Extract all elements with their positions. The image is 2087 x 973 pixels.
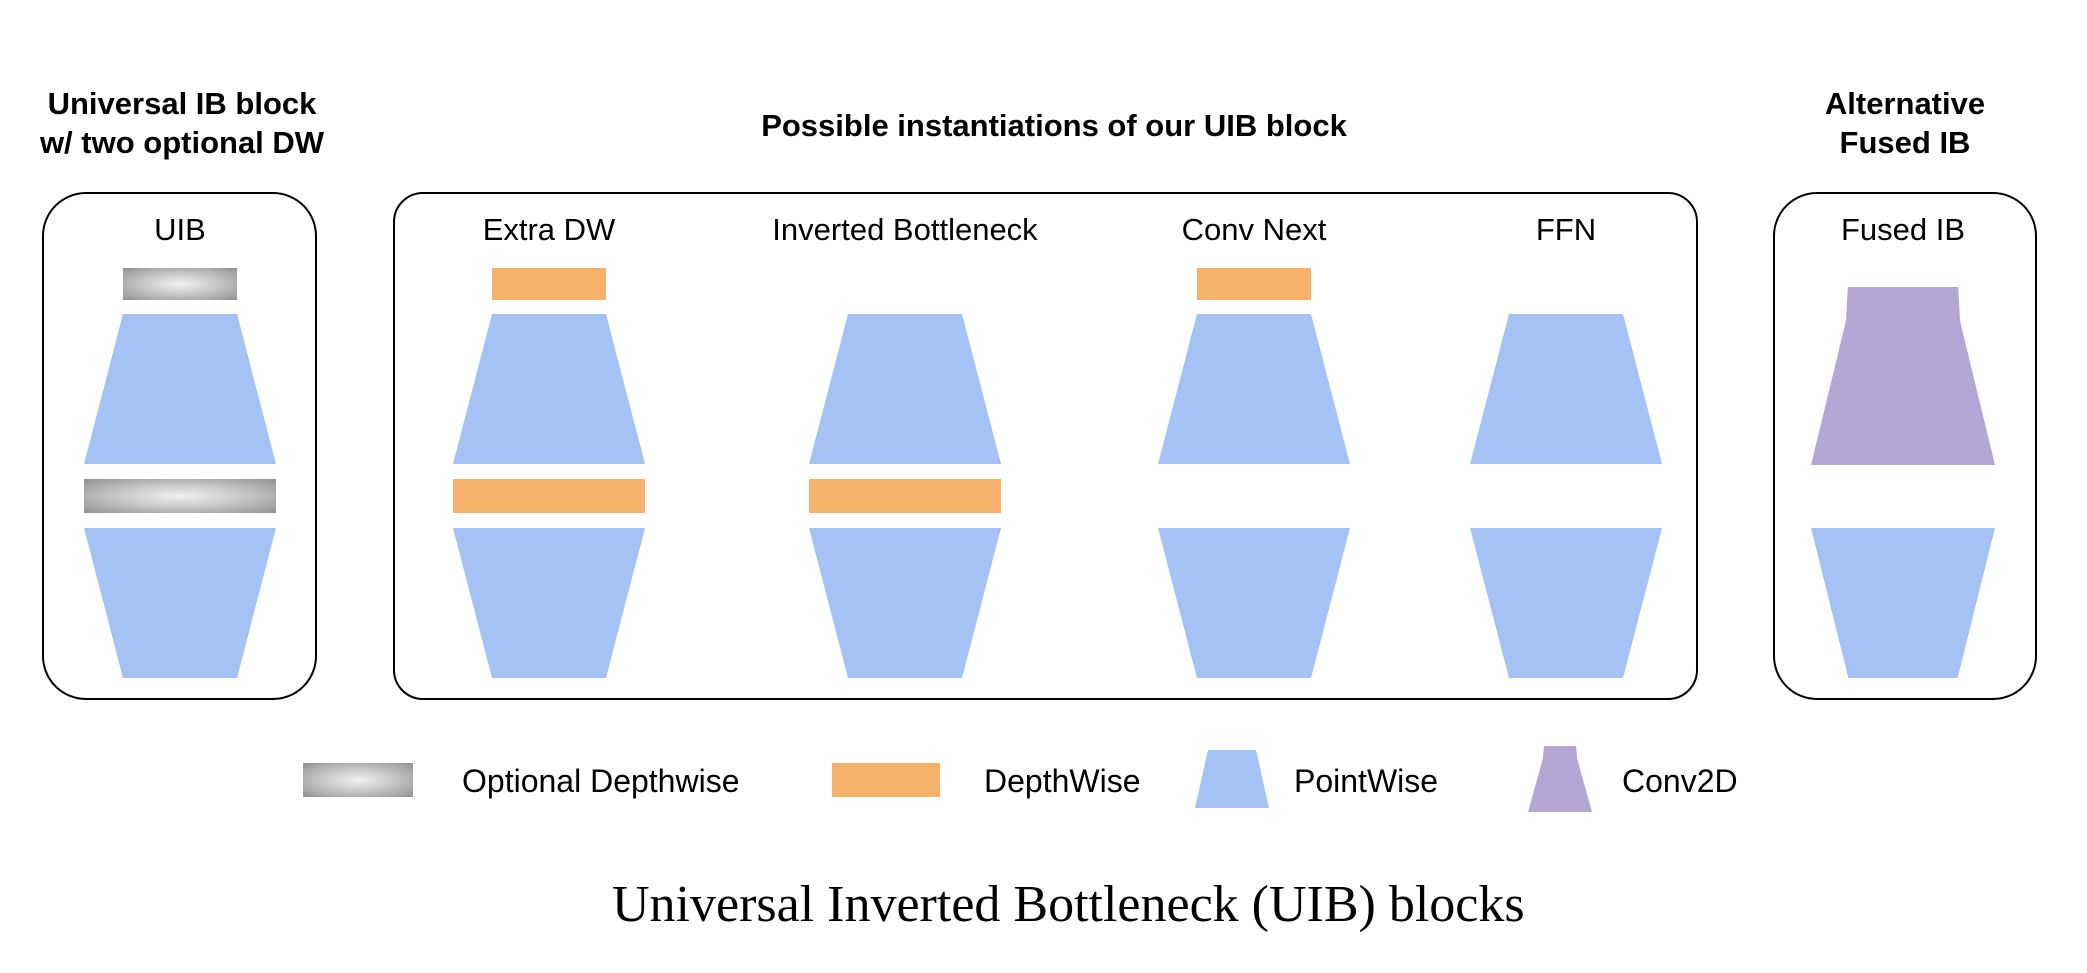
pointwise-expansion-trapezoid — [809, 314, 1001, 464]
depthwise-bar — [492, 268, 606, 300]
pointwise-projection-trapezoid — [1470, 528, 1662, 678]
figure-caption: Universal Inverted Bottleneck (UIB) bloc… — [612, 876, 1525, 933]
pointwise-expansion-trapezoid — [1158, 314, 1350, 464]
depthwise-bar — [453, 479, 645, 513]
pointwise-expansion-trapezoid — [84, 314, 276, 464]
column-ffn: FFN — [1470, 0, 1662, 973]
column-conv-next: Conv Next — [1158, 0, 1350, 973]
legend-label-optional-depthwise: Optional Depthwise — [462, 763, 740, 799]
pointwise-projection-trapezoid — [84, 528, 276, 678]
pointwise-expansion-trapezoid — [1470, 314, 1662, 464]
legend-swatch-optional-depthwise — [303, 763, 413, 797]
column-fused-ib: Fused IB — [1811, 0, 1995, 973]
legend-swatch-pointwise — [1195, 750, 1269, 808]
left-title-line1: Universal IB block — [47, 86, 317, 121]
optional-depthwise-bar — [123, 268, 237, 300]
column-inverted-bottleneck: Inverted Bottleneck — [772, 0, 1038, 973]
column-label: Fused IB — [1840, 212, 1966, 247]
right-section-title: Alternative Fused IB — [1745, 84, 2065, 162]
optional-depthwise-bar — [84, 479, 276, 513]
column-label: Inverted Bottleneck — [772, 212, 1038, 247]
pointwise-projection-trapezoid — [809, 528, 1001, 678]
right-title-line2: Fused IB — [1839, 125, 1971, 160]
column-uib: UIB — [84, 0, 276, 973]
column-label: UIB — [154, 212, 206, 247]
legend-label-pointwise: PointWise — [1294, 763, 1439, 799]
pointwise-projection-trapezoid — [453, 528, 645, 678]
left-section-title: Universal IB block w/ two optional DW — [20, 84, 344, 162]
column-label: Conv Next — [1181, 212, 1327, 247]
depthwise-bar — [1197, 268, 1311, 300]
column-label: FFN — [1535, 212, 1597, 247]
right-title-line1: Alternative — [1824, 86, 1986, 121]
pointwise-projection-trapezoid — [1811, 528, 1995, 678]
legend-swatch-depthwise — [832, 763, 940, 797]
legend-label-conv2d: Conv2D — [1622, 763, 1738, 799]
pointwise-projection-trapezoid — [1158, 528, 1350, 678]
column-label: Extra DW — [482, 212, 616, 247]
legend-label-depthwise: DepthWise — [984, 763, 1141, 799]
column-extra-dw: Extra DW — [453, 0, 645, 973]
left-title-line2: w/ two optional DW — [39, 125, 325, 160]
pointwise-expansion-trapezoid — [453, 314, 645, 464]
depthwise-bar — [809, 479, 1001, 513]
center-section-title: Possible instantiations of our UIB block — [761, 108, 1347, 143]
conv2d-shape — [1811, 287, 1995, 465]
